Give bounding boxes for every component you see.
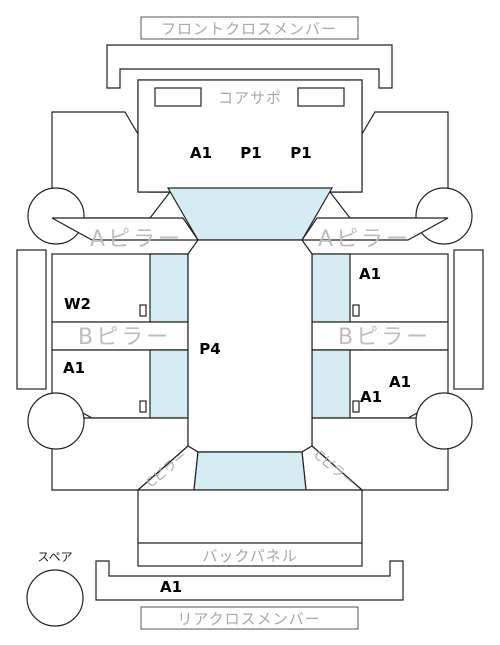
left-rear-window	[149, 349, 189, 419]
code-left-front-door: W2	[64, 295, 91, 313]
core-support-left-box	[154, 87, 202, 107]
b-pillar-left-label: Bピラー	[78, 325, 171, 350]
left-front-handle	[139, 304, 147, 317]
rear-cross-member-bar	[95, 560, 404, 601]
spare-label: スペア	[37, 550, 72, 564]
right-doors: A1 Bピラー A1 A1	[311, 249, 484, 419]
code-rear-member: A1	[160, 578, 182, 596]
left-front-window	[149, 253, 189, 323]
right-rear-handle	[352, 400, 360, 413]
core-support-label: コアサポ	[218, 89, 282, 107]
spare-tire-group: スペア	[26, 550, 84, 627]
front-cross-member: フロントクロスメンバー	[106, 16, 393, 89]
code-roof: P4	[199, 340, 220, 358]
right-front-fender: Aピラー	[300, 111, 473, 252]
front-cross-member-label: フロントクロスメンバー	[161, 20, 337, 38]
b-pillar-right-label: Bピラー	[338, 325, 431, 350]
rear-cross-member-label-box	[140, 606, 359, 630]
rear-quarters	[27, 392, 473, 491]
right-a-pillar-band	[300, 217, 449, 241]
left-rear-wheel	[27, 392, 85, 450]
trunk-panel	[137, 489, 363, 567]
rear-cross-member: A1 リアクロスメンバー	[95, 560, 404, 630]
left-front-fender: Aピラー	[27, 111, 200, 252]
left-front-wheel	[27, 187, 85, 245]
rear-cross-member-label: リアクロスメンバー	[177, 610, 320, 628]
code-front-p1-right: P1	[290, 144, 311, 162]
right-rear-wheel	[415, 392, 473, 450]
code-left-rear-door: A1	[63, 359, 85, 377]
left-rear-handle	[139, 400, 147, 413]
rear-window	[193, 451, 307, 491]
front-cross-member-label-box	[140, 16, 359, 40]
a-pillar-right-label: Aピラー	[318, 227, 411, 252]
spare-tire	[26, 569, 84, 627]
trunk-area: バックパネル	[137, 489, 363, 567]
left-a-pillar-band	[51, 217, 200, 241]
front-cross-member-bar	[106, 44, 393, 89]
back-panel-label: バックパネル	[202, 547, 297, 565]
code-right-rear-door-lower: A1	[360, 388, 382, 406]
right-front-handle	[352, 304, 360, 317]
left-doors: W2 Bピラー A1	[16, 249, 189, 419]
right-b-pillar-band	[311, 321, 449, 351]
code-right-rear-door-upper: A1	[389, 373, 411, 391]
right-side-step	[453, 249, 484, 390]
hood-area: コアサポ A1 P1 P1	[137, 79, 363, 193]
core-support-right-box	[297, 87, 345, 107]
code-front-p1-left: P1	[240, 144, 261, 162]
roof-area: P4	[187, 239, 313, 453]
right-rear-window	[311, 349, 351, 419]
right-front-window	[311, 253, 351, 323]
code-right-front-door: A1	[359, 265, 381, 283]
right-front-wheel	[415, 187, 473, 245]
left-side-step	[16, 249, 47, 390]
code-front-a1: A1	[190, 144, 212, 162]
a-pillar-left-label: Aピラー	[90, 227, 183, 252]
